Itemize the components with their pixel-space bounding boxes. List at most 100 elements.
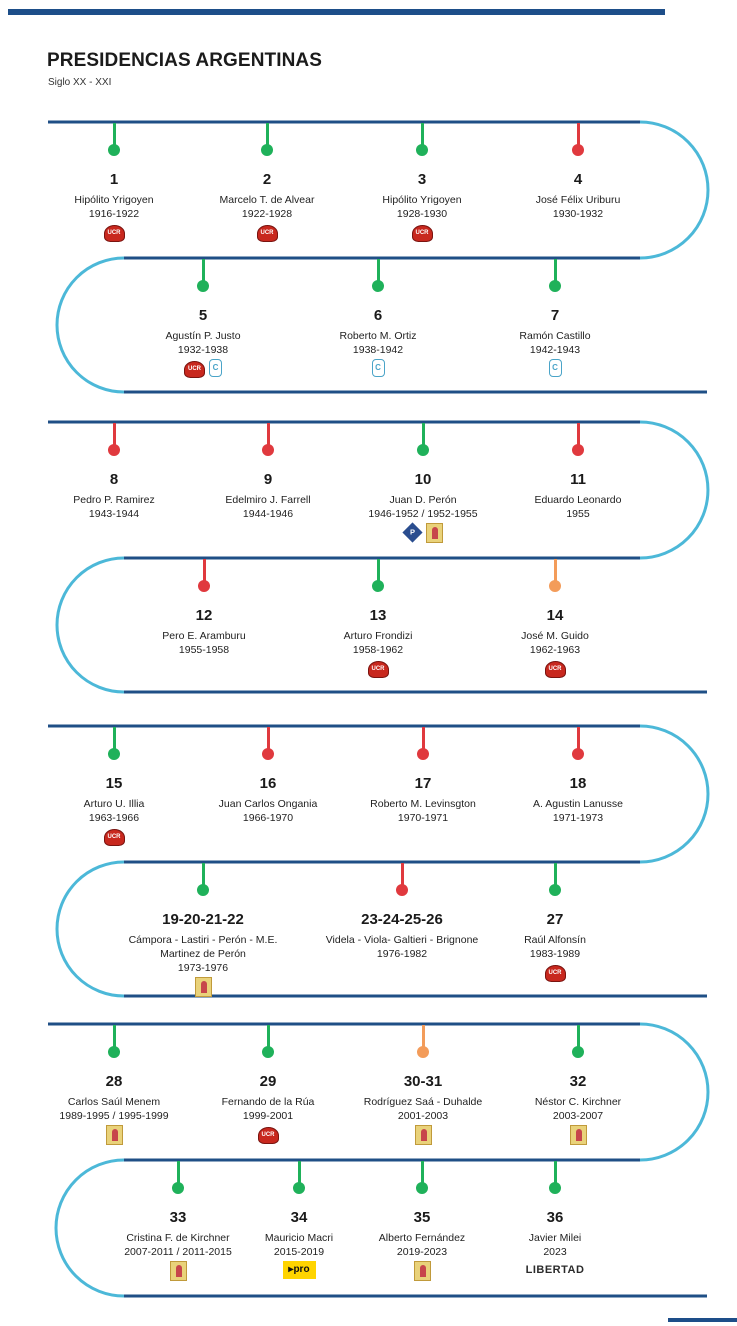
presidency-years: 1922-1928 — [241, 208, 293, 220]
marker-dot — [549, 1182, 561, 1194]
presidency-number: 8 — [109, 471, 119, 488]
presidency-number: 1 — [109, 171, 119, 188]
president-name: Videla - Viola- Galtieri - Brignone — [325, 934, 479, 946]
presidency-years: 2003-2007 — [552, 1110, 604, 1122]
president-name: Roberto M. Ortiz — [339, 330, 417, 342]
marker-stem — [266, 727, 270, 749]
track-curve — [639, 724, 710, 864]
party-logos — [347, 1261, 497, 1281]
party-logos — [503, 223, 653, 243]
party-logos — [103, 1261, 253, 1281]
pro-logo: ▸pro — [282, 1261, 316, 1279]
marker-dot — [572, 144, 584, 156]
party-logos — [503, 1125, 653, 1145]
la-libertad-avanza-logo: LIBERTAD — [525, 1264, 585, 1276]
marker-dot — [572, 748, 584, 760]
party-logos: ▸pro — [224, 1261, 374, 1281]
president-name: Javier Milei — [528, 1232, 582, 1244]
presidency-number: 28 — [105, 1073, 123, 1090]
marker-stem — [376, 559, 380, 581]
presidency-number: 6 — [373, 307, 383, 324]
marker-dot — [572, 444, 584, 456]
marker-dot — [198, 580, 210, 592]
party-logos: UCR — [480, 659, 630, 679]
ucr-logo: UCR — [256, 225, 278, 242]
president-name: Arturo Frondizi — [343, 630, 413, 642]
marker-dot — [108, 748, 120, 760]
presidency-years: 1916-1922 — [88, 208, 140, 220]
presidency-number: 12 — [195, 607, 213, 624]
track-curve — [639, 420, 710, 560]
marker-dot — [416, 1182, 428, 1194]
presidency-number: 4 — [573, 171, 583, 188]
page-title: PRESIDENCIAS ARGENTINAS — [47, 50, 323, 71]
party-logos — [193, 523, 343, 543]
presidency-number: 10 — [414, 471, 432, 488]
president-name: Eduardo Leonardo — [534, 494, 622, 506]
ucr-logo: UCR — [257, 1127, 279, 1144]
marker-dot — [549, 884, 561, 896]
marker-stem — [421, 423, 425, 445]
presidency-number: 9 — [263, 471, 273, 488]
party-logos: P — [348, 522, 498, 543]
marker-stem — [266, 1025, 270, 1047]
marker-dot — [172, 1182, 184, 1194]
top-accent-bar — [8, 9, 665, 15]
marker-stem — [376, 259, 380, 281]
president-name: Alberto Fernández — [378, 1232, 466, 1244]
party-logos: UCR — [480, 963, 630, 983]
track-curve — [639, 120, 710, 260]
marker-dot — [261, 144, 273, 156]
track-curve — [55, 556, 125, 694]
party-logos: LIBERTAD — [480, 1261, 630, 1281]
bottom-accent-bar — [668, 1318, 737, 1322]
party-logos — [39, 523, 189, 543]
party-logos: UCR — [192, 223, 342, 243]
president-name: Fernando de la Rúa — [221, 1096, 315, 1108]
track-curve — [55, 860, 125, 998]
concordancia-logo: C — [548, 359, 562, 377]
presidency-number: 13 — [369, 607, 387, 624]
presidency-years: 1963-1966 — [88, 812, 140, 824]
marker-stem — [576, 727, 580, 749]
ucr-logo: UCR — [103, 225, 125, 242]
president-name: Arturo U. Illia — [83, 798, 145, 810]
marker-dot — [262, 1046, 274, 1058]
presidency-number: 7 — [550, 307, 560, 324]
concordancia-logo: C — [209, 359, 222, 377]
presidency-number: 33 — [169, 1209, 187, 1226]
marker-stem — [112, 423, 116, 445]
marker-dot — [372, 280, 384, 292]
marker-stem — [553, 1161, 557, 1183]
marker-dot — [108, 144, 120, 156]
marker-stem — [553, 559, 557, 581]
pj-logo — [569, 1125, 587, 1145]
ucr-logo: UCR — [103, 829, 125, 846]
president-name: Mauricio Macri — [264, 1232, 334, 1244]
president-name: José Félix Uriburu — [535, 194, 621, 206]
presidency-number: 18 — [569, 775, 587, 792]
presidency-years: 1946-1952 / 1952-1955 — [368, 508, 478, 520]
marker-stem — [400, 863, 404, 885]
president-name: A. Agustin Lanusse — [533, 798, 623, 810]
marker-dot — [293, 1182, 305, 1194]
president-name: Juan Carlos Ongania — [218, 798, 318, 810]
pj-logo — [169, 1261, 187, 1281]
party-logos — [503, 523, 653, 543]
marker-dot — [396, 884, 408, 896]
